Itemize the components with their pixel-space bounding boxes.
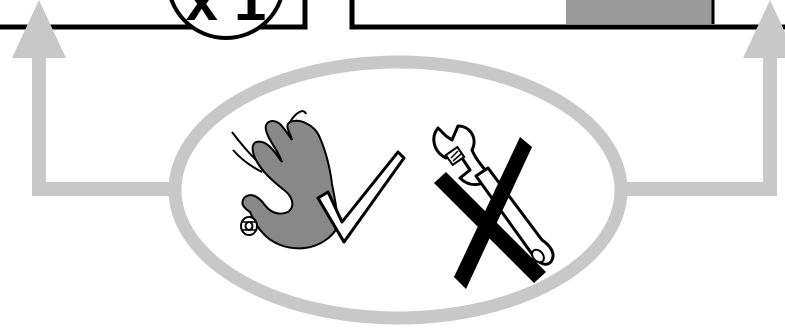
instruction-ellipse [175,62,621,318]
quantity-badge-text: x 1 [186,0,267,33]
left-flow-line [39,52,178,189]
gray-bar [566,0,713,24]
nut-icon [241,217,257,235]
quantity-badge: x 1 [168,0,284,38]
right-flow-line [620,52,770,189]
